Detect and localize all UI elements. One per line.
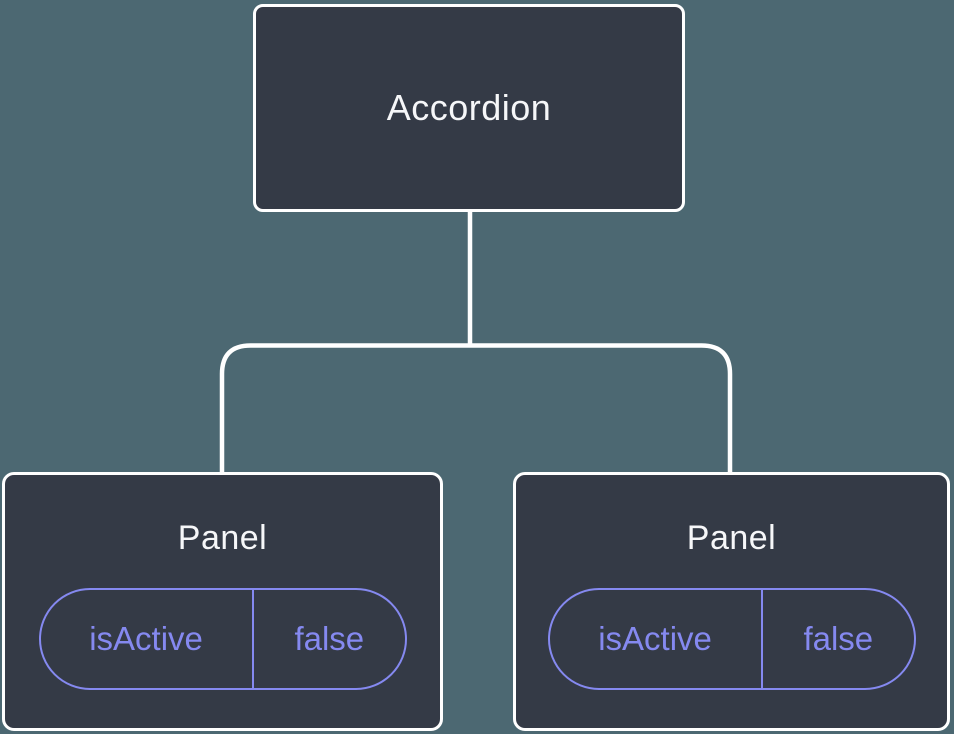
state-key-label: isActive bbox=[89, 620, 203, 657]
state-pill: isActive false bbox=[547, 588, 916, 690]
state-pill: isActive false bbox=[38, 588, 407, 690]
panel-node-label: Panel bbox=[177, 519, 268, 557]
state-value-label: false bbox=[803, 620, 874, 657]
panel-node-right: Panel isActive false bbox=[513, 472, 950, 731]
panel-node-label: Panel bbox=[686, 519, 777, 557]
pill-divider bbox=[760, 590, 764, 688]
connector-branch bbox=[219, 343, 733, 474]
panel-node-left: Panel isActive false bbox=[2, 472, 443, 731]
state-value-label: false bbox=[294, 620, 365, 657]
accordion-node: Accordion bbox=[253, 4, 685, 212]
accordion-node-label: Accordion bbox=[386, 87, 552, 128]
pill-divider bbox=[251, 590, 255, 688]
state-key-label: isActive bbox=[598, 620, 712, 657]
